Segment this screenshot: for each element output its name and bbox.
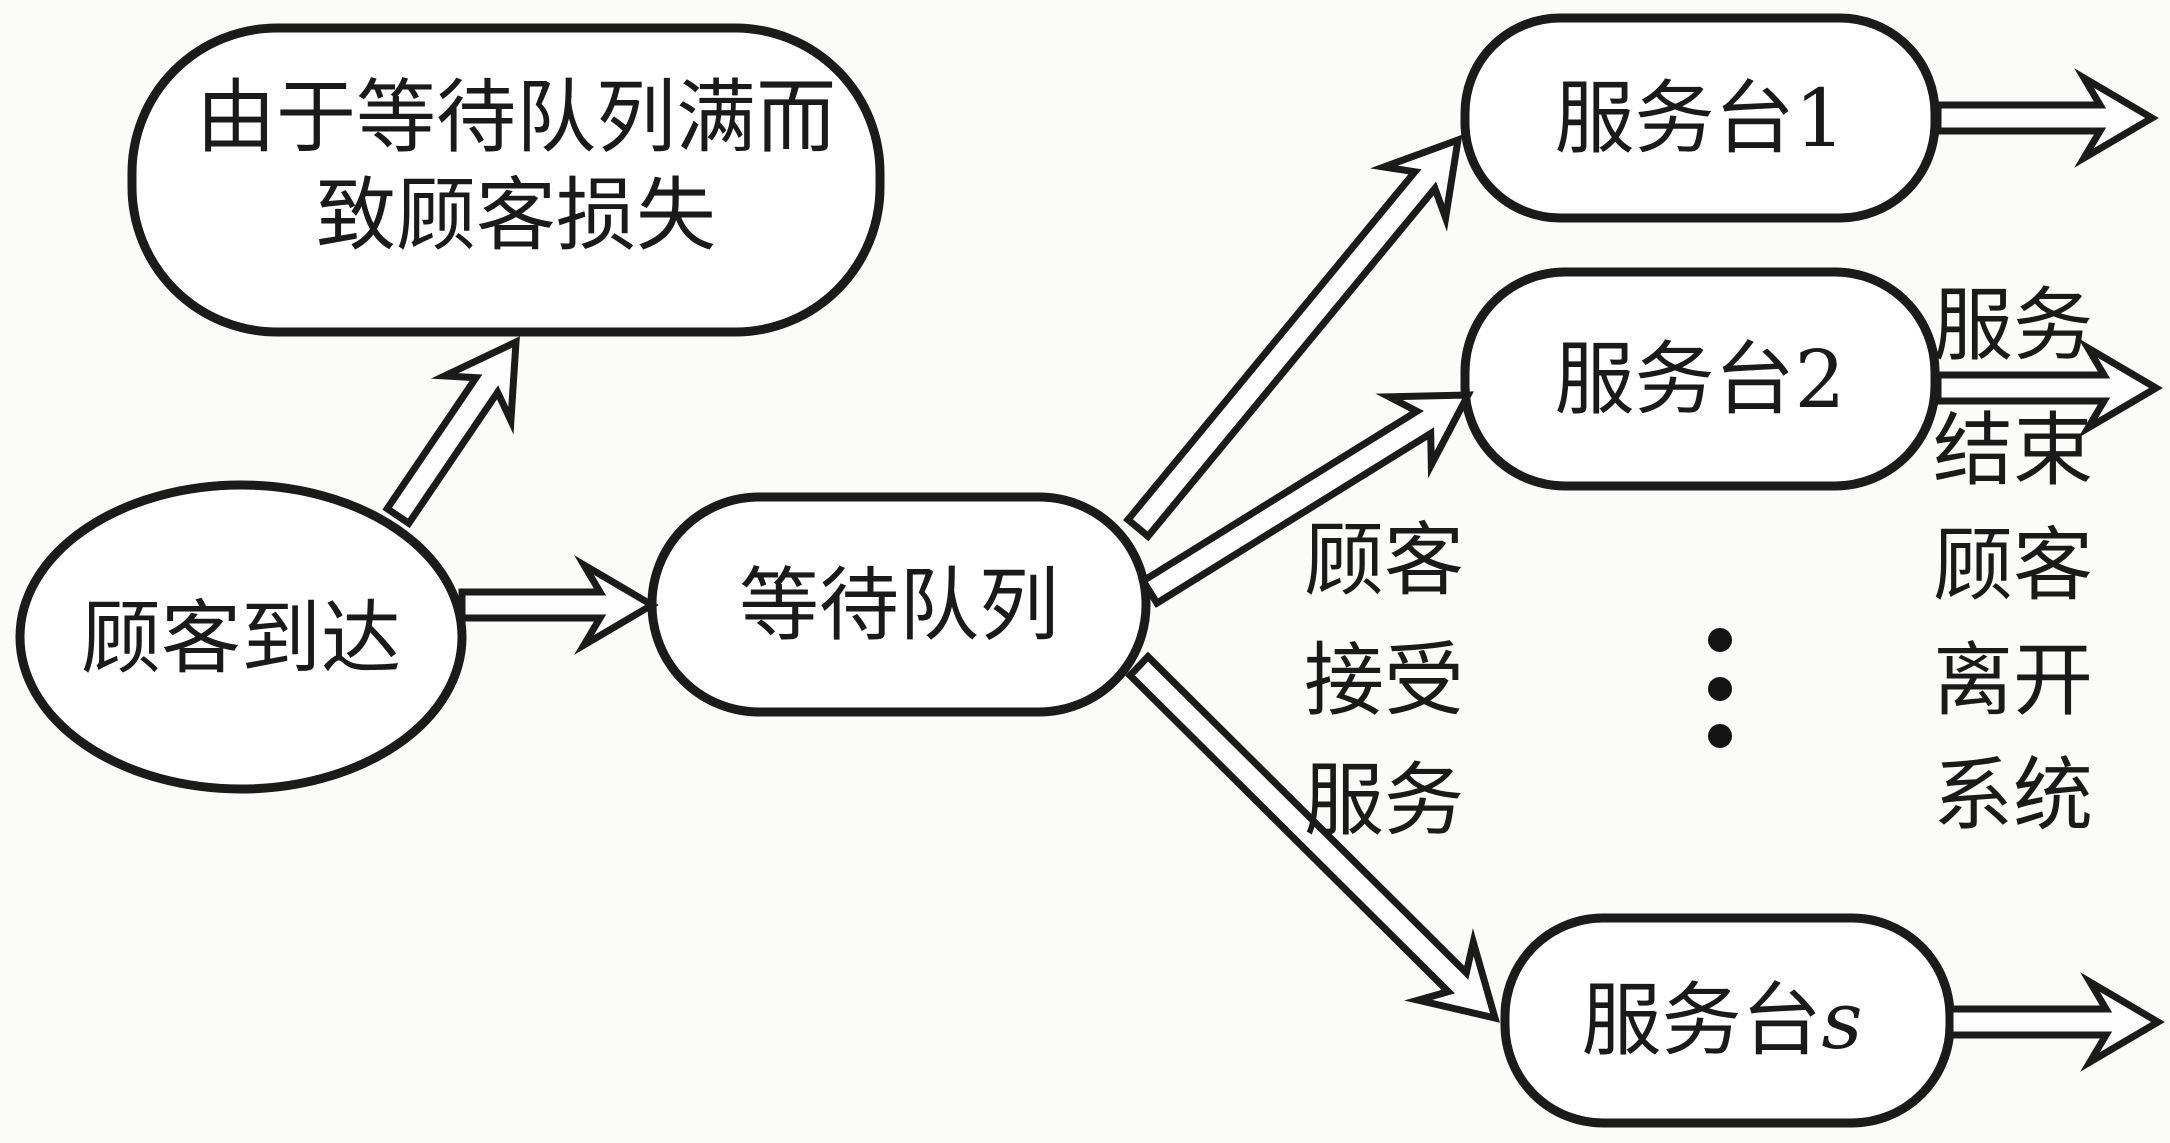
- node-arrival-shape: [15, 480, 467, 794]
- node-arrival-label: 顾客到达: [81, 592, 401, 685]
- label-exit-line: 顾客: [1933, 519, 2093, 612]
- ellipsis-dot: [1708, 677, 1732, 701]
- label-exit-line: 服务: [1933, 279, 2093, 372]
- label-service-end-leave-system: 服务 结束 顾客 离开 系统: [1933, 279, 2093, 842]
- arrow-queue-to-server-s: [1125, 651, 1501, 1023]
- node-server-s: 服务台s: [1500, 913, 1955, 1128]
- label-exit-line: 系统: [1933, 749, 2093, 842]
- node-arrival: 顾客到达: [15, 480, 467, 794]
- ellipsis-dot: [1708, 724, 1732, 748]
- arrow-queue-to-server2: [1138, 391, 1474, 608]
- node-loss-text-line-1: 由于等待队列满而: [196, 71, 836, 164]
- node-loss-text-line-2: 致顾客损失: [316, 169, 716, 262]
- node-server1: 服务台1: [1460, 13, 1940, 223]
- arrow-server1-exit: [1934, 68, 2159, 168]
- node-server2: 服务台2: [1460, 267, 1940, 491]
- label-customer-receive-service: 顾客 接受 服务: [1304, 514, 1464, 847]
- label-exit-line: 离开: [1933, 634, 2093, 727]
- label-receive-line: 接受: [1304, 634, 1464, 727]
- node-loss-shape: [127, 23, 885, 337]
- node-server-s-label-prefix: 服务台: [1581, 974, 1821, 1067]
- vertical-ellipsis-icon: [1708, 628, 1732, 748]
- ellipsis-dot: [1708, 628, 1732, 652]
- node-server-s-label-suffix: s: [1821, 974, 1862, 1067]
- arrow-queue-to-server1: [1123, 134, 1463, 542]
- arrow-arrival-to-queue: [458, 555, 659, 655]
- arrow-server-s-exit: [1946, 972, 2165, 1072]
- node-queue: 等待队列: [647, 492, 1151, 717]
- node-server2-label: 服务台2: [1555, 333, 1846, 426]
- arrow-arrival-to-loss: [382, 336, 520, 529]
- label-exit-line: 结束: [1933, 404, 2093, 497]
- label-receive-line: 顾客: [1304, 514, 1464, 607]
- arrow-server2-exit: [1934, 338, 2163, 438]
- node-server-s-label: 服务台s: [1581, 974, 1862, 1067]
- node-queue-label: 等待队列: [739, 559, 1059, 652]
- node-server1-label: 服务台1: [1555, 72, 1846, 165]
- node-loss: 由于等待队列满而 致顾客损失: [127, 23, 885, 337]
- label-receive-line: 服务: [1304, 754, 1464, 847]
